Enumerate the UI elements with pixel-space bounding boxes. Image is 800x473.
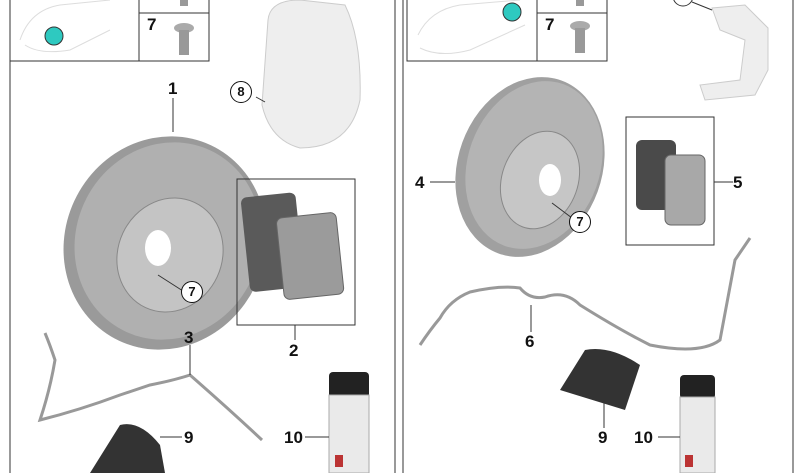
rear-brake-pads-image xyxy=(636,140,706,226)
label-pads[interactable]: 5 xyxy=(733,173,743,192)
label-bolt[interactable]: 7 xyxy=(181,281,203,303)
car-outline-icon xyxy=(417,0,526,54)
label-pads[interactable]: 2 xyxy=(289,341,299,360)
label-grease[interactable]: 9 xyxy=(184,428,194,447)
caliper-image xyxy=(261,0,361,149)
label-spray[interactable]: 10 xyxy=(284,428,303,447)
label-grease[interactable]: 9 xyxy=(598,428,608,447)
right-bolt-inset xyxy=(536,0,608,62)
left-pads-inset xyxy=(236,178,356,326)
grease-packet-image xyxy=(560,349,640,410)
left-car-inset xyxy=(9,0,140,62)
car-outline-icon xyxy=(19,0,111,53)
label-wear-sensor[interactable]: 6 xyxy=(525,332,535,351)
spray-can-image xyxy=(679,375,716,473)
right-pads-inset xyxy=(625,116,715,246)
location-marker-icon xyxy=(502,2,522,22)
grease-packet-image xyxy=(90,424,165,473)
front-wear-sensor-image xyxy=(37,332,264,442)
location-marker-icon xyxy=(44,26,64,46)
label-bolt[interactable]: 7 xyxy=(569,211,591,233)
label-caliper[interactable]: 8 xyxy=(230,81,252,103)
inset-bolt-label: 7 xyxy=(147,15,157,34)
bolt-icon xyxy=(570,0,590,53)
front-brake-pads-image xyxy=(241,192,345,300)
label-disc[interactable]: 1 xyxy=(168,79,178,98)
rear-wear-sensor-image xyxy=(418,237,752,351)
bolt-icon xyxy=(174,0,194,55)
label-spray[interactable]: 10 xyxy=(634,428,653,447)
caliper-carrier-image xyxy=(699,4,769,101)
left-bolt-inset xyxy=(138,0,210,62)
inset-bolt-label: 7 xyxy=(545,15,555,34)
rear-brake-disc-image xyxy=(455,77,605,257)
label-disc[interactable]: 4 xyxy=(415,173,425,192)
label-wear-sensor[interactable]: 3 xyxy=(184,328,194,347)
spray-can-image xyxy=(328,372,370,473)
